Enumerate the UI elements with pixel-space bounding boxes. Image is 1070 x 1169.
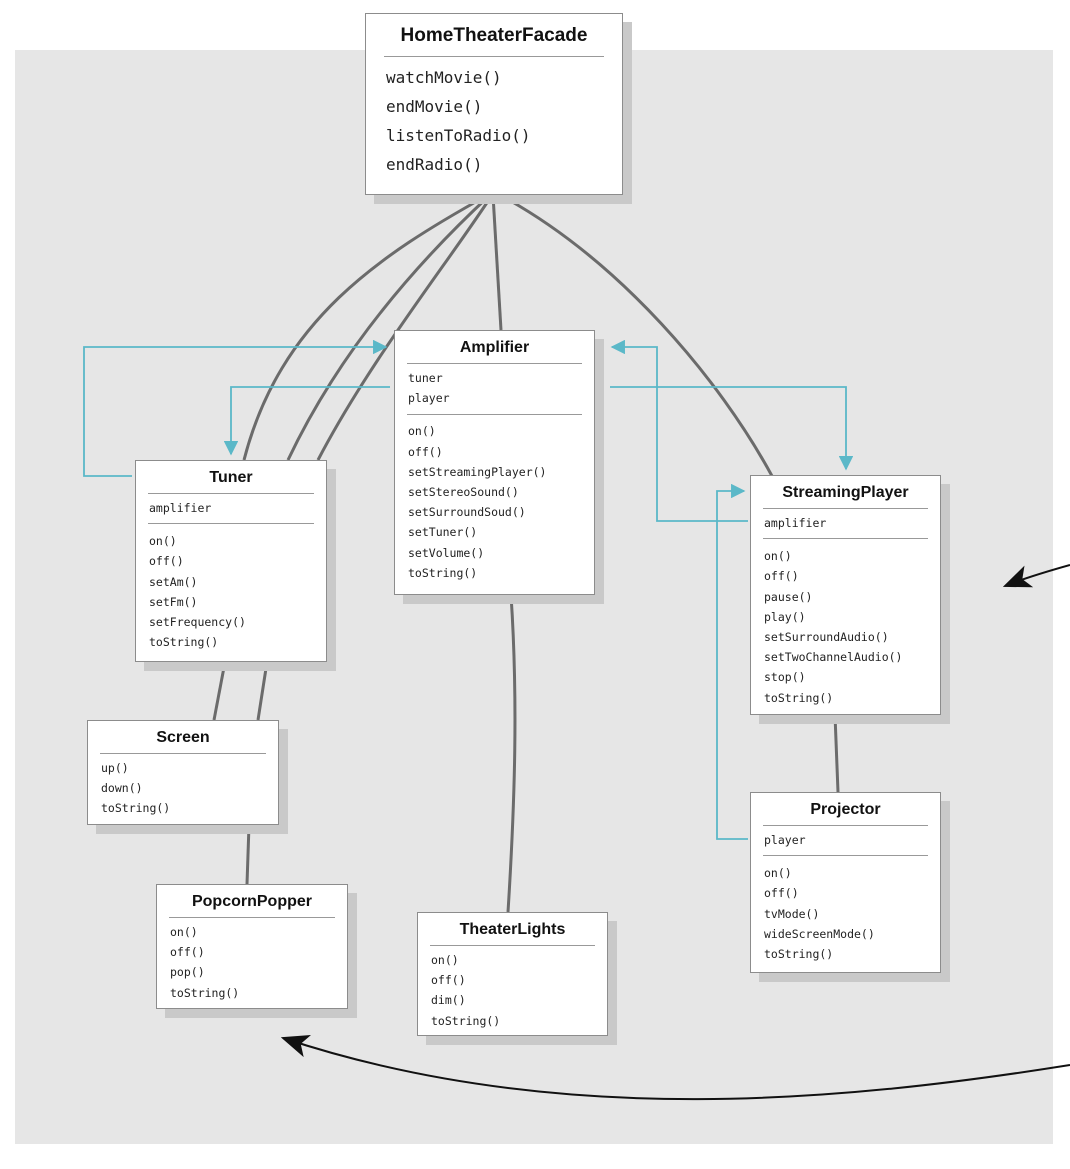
method: listenToRadio() xyxy=(386,126,531,145)
method: on() xyxy=(764,549,792,564)
class-amplifier: Amplifier tuner player on() off() setStr… xyxy=(394,330,595,595)
method: setStereoSound() xyxy=(408,485,519,500)
divider xyxy=(763,508,928,509)
method: off() xyxy=(431,973,466,988)
method: pop() xyxy=(170,965,205,980)
method: setFrequency() xyxy=(149,615,246,630)
method: stop() xyxy=(764,670,806,685)
divider xyxy=(763,825,928,826)
method: toString() xyxy=(170,985,240,1000)
projector-to-streaming-ref xyxy=(716,483,748,840)
class-name: Amplifier xyxy=(459,339,530,356)
class-screen: Screen up() down() toString() xyxy=(87,720,279,825)
method: wideScreenMode() xyxy=(764,926,875,941)
attribute: player xyxy=(764,833,806,847)
amplifier-to-tuner-ref xyxy=(223,386,390,456)
method: on() xyxy=(764,866,792,881)
facade-streaming-link xyxy=(499,193,774,477)
attribute: player xyxy=(408,391,450,406)
method: off() xyxy=(170,945,205,960)
method: setSurroundSoud() xyxy=(408,505,526,520)
method: setAm() xyxy=(149,574,198,589)
divider xyxy=(169,917,335,918)
tuner-to-amplifier-ref xyxy=(83,339,388,477)
method: on() xyxy=(408,424,436,439)
class-name: HomeTheaterFacade xyxy=(400,25,588,46)
screen-popcorn-link xyxy=(245,824,251,885)
method: pause() xyxy=(764,589,813,604)
class-name: StreamingPlayer xyxy=(782,484,909,501)
class-name: TheaterLights xyxy=(459,921,566,938)
method: setTwoChannelAudio() xyxy=(764,650,903,665)
streaming-to-amplifier-ref xyxy=(610,339,748,522)
divider xyxy=(148,493,314,494)
pointer-arrow-bottom xyxy=(280,1035,1070,1101)
method: toString() xyxy=(149,635,219,650)
method: setVolume() xyxy=(408,545,485,560)
method: off() xyxy=(149,554,184,569)
method: tvMode() xyxy=(764,906,820,921)
facade-amplifier-link xyxy=(491,194,503,331)
facade-tuner-link-2 xyxy=(286,193,492,461)
method: setFm() xyxy=(149,594,198,609)
divider xyxy=(407,363,582,364)
method: toString() xyxy=(764,690,834,705)
method: endMovie() xyxy=(386,97,483,116)
facade-tuner-link-1 xyxy=(242,193,489,461)
class-theaterLights: TheaterLights on() off() dim() toString(… xyxy=(417,912,608,1036)
divider xyxy=(763,855,928,857)
amplifier-to-streaming-ref xyxy=(610,386,854,471)
divider xyxy=(148,523,314,525)
class-name: Projector xyxy=(810,801,881,818)
divider xyxy=(100,753,266,754)
class-name: Tuner xyxy=(209,469,253,486)
divider xyxy=(430,945,595,946)
method: setStreamingPlayer() xyxy=(408,464,547,479)
class-streamingPlayer: StreamingPlayer amplifier on() off() pau… xyxy=(750,475,941,715)
pointer-arrow-right xyxy=(1002,564,1070,588)
method: setSurroundAudio() xyxy=(764,630,889,645)
attribute: amplifier xyxy=(764,516,827,530)
class-homeTheaterFacade: HomeTheaterFacade watchMovie() endMovie(… xyxy=(365,13,623,195)
method: toString() xyxy=(408,565,478,580)
class-projector: Projector player on() off() tvMode() wid… xyxy=(750,792,941,973)
method: on() xyxy=(170,925,198,939)
facade-tuner-link-3 xyxy=(316,194,494,461)
method: endRadio() xyxy=(386,155,483,174)
amplifier-lights-link xyxy=(506,594,517,913)
attribute: amplifier xyxy=(149,501,212,515)
method: toString() xyxy=(101,801,171,816)
method: on() xyxy=(149,534,177,549)
attribute: tuner xyxy=(408,371,443,385)
divider xyxy=(407,414,582,416)
streaming-projector-link xyxy=(833,714,840,793)
method: setTuner() xyxy=(408,525,478,540)
tuner-screen-link-1 xyxy=(212,661,227,721)
method: off() xyxy=(408,444,443,459)
divider xyxy=(384,56,604,57)
method: toString() xyxy=(764,947,834,962)
method: on() xyxy=(431,953,459,967)
tuner-screen-link-2 xyxy=(256,661,269,721)
class-popcornPopper: PopcornPopper on() off() pop() toString(… xyxy=(156,884,348,1009)
method: watchMovie() xyxy=(386,68,502,87)
class-name: PopcornPopper xyxy=(191,893,312,910)
method: toString() xyxy=(431,1013,501,1028)
method: up() xyxy=(101,761,129,775)
class-name: Screen xyxy=(156,729,210,746)
class-tuner: Tuner amplifier on() off() setAm() setFm… xyxy=(135,460,327,662)
method: dim() xyxy=(431,993,466,1008)
method: play() xyxy=(764,609,806,624)
method: off() xyxy=(764,569,799,584)
divider xyxy=(763,538,928,540)
method: off() xyxy=(764,886,799,901)
method: down() xyxy=(101,781,143,796)
